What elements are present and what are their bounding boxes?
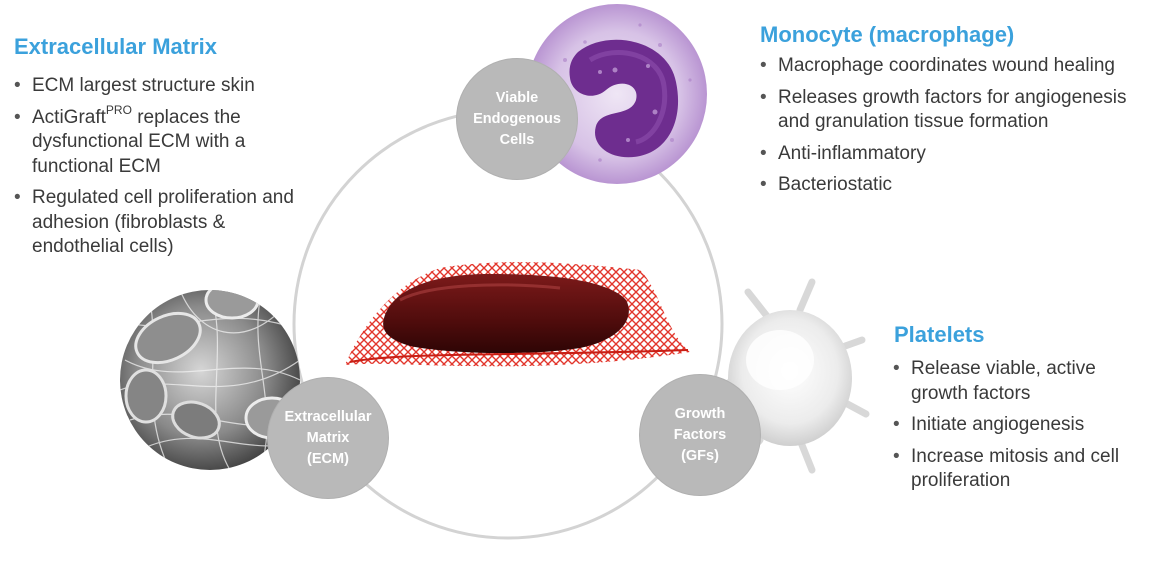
ecm-bullet2-text: replaces the dysfunctional ECM with a fu… <box>32 106 246 177</box>
node-extracellular-matrix: Extracellular Matrix (ECM) <box>268 378 388 498</box>
node-ecm-line3: (ECM) <box>307 450 349 467</box>
monocyte-heading: Monocyte (macrophage) <box>760 22 1015 47</box>
monocyte-bullet: Macrophage coordinates wound healing <box>760 54 1140 79</box>
ecm-bullet-list: ECM largest structure skin ActiGraftPRO … <box>14 74 304 267</box>
platelets-bullet-list: Release viable, active growth factors In… <box>893 357 1153 501</box>
platelet-micrograph <box>704 278 870 474</box>
node-cells-line1: Viable <box>495 89 539 106</box>
actigraft-name: ActiGraft <box>32 106 106 128</box>
platelets-bullet: Initiate angiogenesis <box>893 413 1153 438</box>
platelets-heading: Platelets <box>894 322 985 347</box>
ecm-bullet: ActiGraftPRO replaces the dysfunctional … <box>14 103 304 180</box>
node-cells-line2: Endogenous <box>473 110 561 127</box>
node-gfs-line1: Growth <box>674 405 726 422</box>
node-cells-line3: Cells <box>499 131 535 148</box>
monocyte-bullet: Releases growth factors for angiogenesis… <box>760 86 1140 135</box>
ecm-heading: Extracellular Matrix <box>14 34 217 59</box>
actigraft-blood-clot <box>345 262 690 367</box>
monocyte-bullet: Anti-inflammatory <box>760 142 1140 167</box>
ecm-bullet: ECM largest structure skin <box>14 74 304 99</box>
monocyte-bullet: Bacteriostatic <box>760 173 1140 198</box>
node-ecm-line1: Extracellular <box>284 408 372 425</box>
node-growth-factors: Growth Factors (GFs) <box>640 375 760 495</box>
monocyte-bullet-list: Macrophage coordinates wound healing Rel… <box>760 54 1140 205</box>
platelets-bullet: Release viable, active growth factors <box>893 357 1153 406</box>
pro-superscript: PRO <box>105 103 132 118</box>
node-gfs-line3: (GFs) <box>681 447 719 464</box>
ecm-bullet: Regulated cell proliferation and adhesio… <box>14 186 304 260</box>
node-ecm-line2: Matrix <box>306 429 350 446</box>
node-viable-endogenous-cells: Viable Endogenous Cells <box>457 59 577 179</box>
platelets-bullet: Increase mitosis and cell proliferation <box>893 445 1153 494</box>
node-gfs-line2: Factors <box>673 426 727 443</box>
